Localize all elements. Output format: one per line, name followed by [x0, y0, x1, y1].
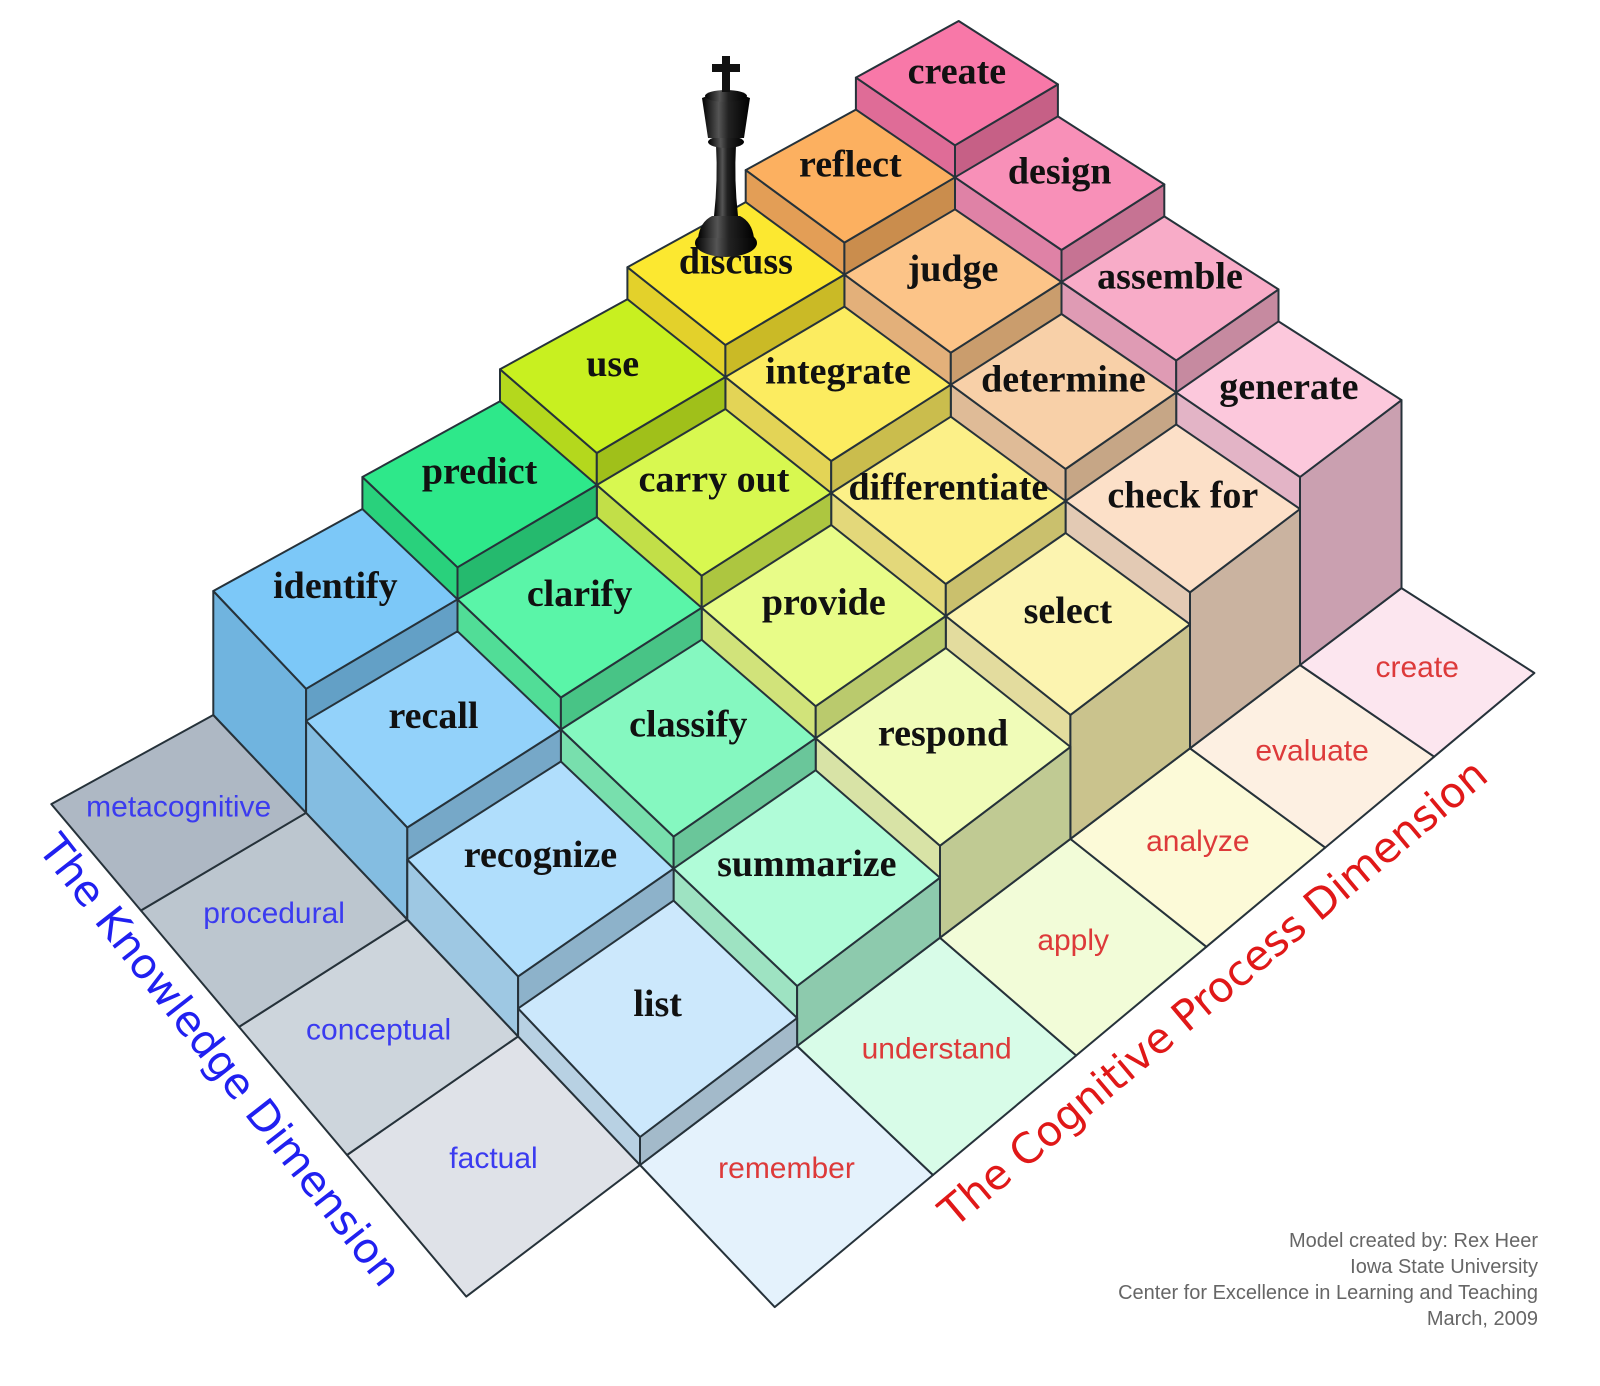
cognitive-level-label: create	[1376, 651, 1459, 684]
block-top-face	[305, 630, 562, 829]
verb-label: list	[633, 983, 682, 1025]
knowledge-level-label: factual	[449, 1142, 537, 1175]
block-top-face	[830, 415, 1067, 585]
block-top-face	[854, 20, 1059, 147]
cognitive-level-label: understand	[862, 1033, 1012, 1066]
verb-label: use	[586, 343, 639, 385]
credit-line: Model created by: Rex Heer	[1288, 1230, 1538, 1252]
block-top-face	[456, 516, 703, 699]
knowledge-level-label: conceptual	[306, 1014, 451, 1047]
knowledge-level-label: procedural	[203, 897, 345, 930]
block-top-face	[1175, 320, 1403, 478]
cognitive-level-label: analyze	[1146, 825, 1249, 858]
block-top-face	[949, 313, 1178, 470]
block-summarize: summarize	[672, 769, 941, 1047]
block-list: list	[517, 899, 799, 1166]
block-top-face	[744, 108, 956, 244]
verb-label: generate	[1219, 366, 1358, 408]
block-top-face	[559, 638, 817, 838]
verb-label: reflect	[799, 143, 902, 185]
credit-line: Iowa State University	[1350, 1256, 1538, 1278]
block-top-face	[595, 408, 833, 577]
credit-line: March, 2009	[1426, 1308, 1538, 1330]
cognitive-level-analyze: analyze	[1069, 747, 1327, 948]
block-top-face	[1060, 215, 1280, 362]
cognitive-level-apply: apply	[939, 837, 1208, 1057]
knowledge-level-label: metacognitive	[86, 790, 271, 823]
block-top-face	[517, 899, 799, 1138]
knowledge-level-factual: factual	[346, 1035, 641, 1298]
verb-label: check for	[1107, 475, 1258, 517]
block-top-face	[814, 647, 1072, 847]
verb-label: respond	[878, 712, 1008, 754]
verb-label: predict	[422, 451, 538, 493]
chess-king-icon	[695, 56, 757, 257]
knowledge-level-procedural: procedural	[139, 811, 409, 1028]
verb-label: provide	[762, 582, 886, 624]
verb-blocks: createdesignreflectassemblejudgediscussg…	[212, 20, 1403, 1166]
verb-label: classify	[629, 704, 747, 746]
cognitive-level-label: evaluate	[1255, 734, 1368, 767]
verb-label: judge	[907, 248, 999, 290]
verb-label: identify	[273, 565, 398, 607]
block-top-face	[361, 400, 598, 569]
block-top-face	[954, 115, 1166, 251]
block-top-face	[406, 760, 675, 978]
verb-label: assemble	[1097, 255, 1243, 297]
verb-label: clarify	[527, 573, 633, 615]
verb-label: differentiate	[849, 467, 1049, 509]
block-top-face	[724, 305, 952, 462]
verb-label: design	[1008, 151, 1111, 193]
block-top-face	[212, 508, 459, 690]
verb-label: carry out	[639, 459, 790, 501]
block-top-face	[672, 769, 941, 987]
verb-label: determine	[981, 358, 1146, 400]
credit-line: Center for Excellence in Learning and Te…	[1118, 1282, 1538, 1304]
cognitive-level-label: apply	[1037, 924, 1109, 957]
cognitive-level-evaluate: evaluate	[1189, 664, 1436, 849]
verb-label: summarize	[717, 843, 896, 885]
block-top-face	[626, 201, 846, 346]
verb-label: create	[908, 51, 1006, 93]
cognitive-level-label: remember	[718, 1152, 855, 1185]
floor-strips: factual conceptual procedural metacognitive…	[50, 587, 1536, 1309]
verb-label: integrate	[765, 351, 911, 393]
cognitive-level-understand: understand	[796, 936, 1078, 1176]
verb-label: recall	[388, 695, 478, 737]
block-top-face	[1064, 423, 1301, 594]
verb-label: recognize	[464, 834, 617, 876]
block-top-face	[944, 532, 1191, 716]
credits: Model created by: Rex Heer Iowa State Un…	[1118, 1228, 1538, 1332]
verb-label: select	[1024, 590, 1113, 632]
block-top-face	[700, 524, 947, 708]
block-top-face	[843, 208, 1063, 354]
block-top-face	[499, 298, 727, 454]
